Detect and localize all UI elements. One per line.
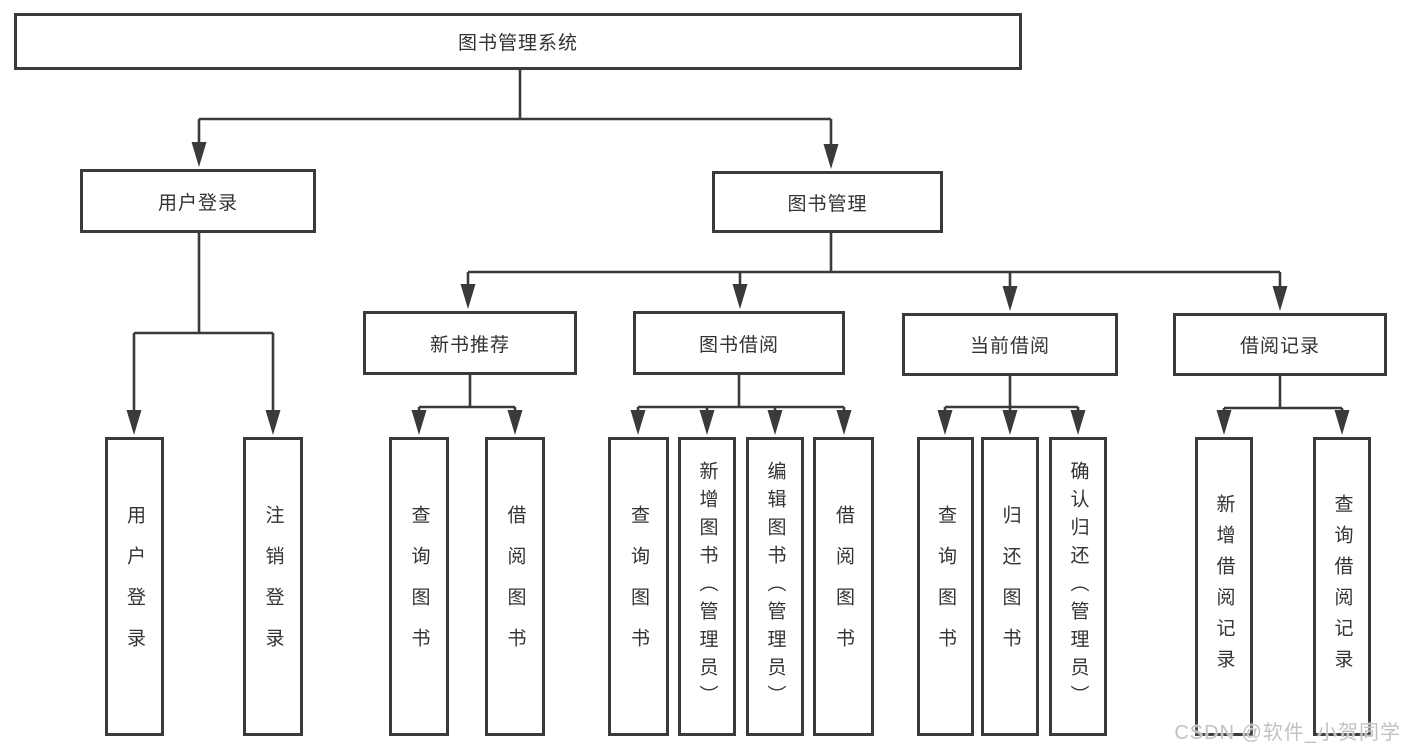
leaf-query-book-3: 查询图书 [917, 437, 974, 736]
leaf-confirm-return-admin-label: 确认归还（管理员） [1067, 460, 1089, 713]
node-new-book-recommend-label: 新书推荐 [429, 334, 510, 356]
leaf-add-borrow-record: 新增借阅记录 [1195, 437, 1253, 736]
leaf-query-book-3-label: 查询图书 [935, 504, 956, 669]
node-book-borrow: 图书借阅 [633, 311, 845, 375]
leaf-query-book-2: 查询图书 [608, 437, 669, 736]
leaf-add-borrow-record-label: 新增借阅记录 [1213, 493, 1235, 680]
leaf-query-borrow-record: 查询借阅记录 [1313, 437, 1371, 736]
node-user-login-label: 用户登录 [157, 192, 238, 214]
node-book-borrow-label: 图书借阅 [698, 334, 779, 356]
node-borrow-record-label: 借阅记录 [1239, 336, 1320, 357]
csdn-watermark: CSDN @软件_小贺同学 [1174, 722, 1401, 744]
leaf-borrow-book-1-label: 借阅图书 [504, 504, 526, 669]
node-borrow-record: 借阅记录 [1173, 313, 1387, 376]
node-user-login: 用户登录 [80, 169, 316, 233]
leaf-borrow-book-1: 借阅图书 [485, 437, 545, 736]
leaf-user-login-label: 用户登录 [124, 504, 145, 669]
node-current-borrow: 当前借阅 [902, 313, 1118, 376]
leaf-edit-book-admin-label: 编辑图书（管理员） [764, 460, 786, 713]
node-current-borrow-label: 当前借阅 [969, 336, 1050, 357]
leaf-query-book-2-label: 查询图书 [628, 504, 649, 669]
leaf-logout: 注销登录 [243, 437, 303, 736]
leaf-add-book-admin-label: 新增图书（管理员） [696, 460, 718, 713]
node-root-system: 图书管理系统 [14, 13, 1022, 70]
node-book-management: 图书管理 [712, 171, 943, 233]
leaf-edit-book-admin: 编辑图书（管理员） [746, 437, 804, 736]
node-root-label: 图书管理系统 [457, 33, 578, 54]
leaf-add-book-admin: 新增图书（管理员） [678, 437, 736, 736]
leaf-return-book: 归还图书 [981, 437, 1039, 736]
leaf-return-book-label: 归还图书 [999, 504, 1021, 669]
node-book-management-label: 图书管理 [787, 193, 868, 215]
node-new-book-recommend: 新书推荐 [363, 311, 577, 375]
leaf-confirm-return-admin: 确认归还（管理员） [1049, 437, 1107, 736]
leaf-query-borrow-record-label: 查询借阅记录 [1331, 493, 1353, 680]
leaf-logout-label: 注销登录 [262, 504, 284, 669]
leaf-borrow-book-2: 借阅图书 [813, 437, 874, 736]
leaf-user-login: 用户登录 [105, 437, 164, 736]
leaf-query-book-1: 查询图书 [389, 437, 449, 736]
leaf-borrow-book-2-label: 借阅图书 [833, 504, 854, 669]
leaf-query-book-1-label: 查询图书 [408, 504, 430, 669]
